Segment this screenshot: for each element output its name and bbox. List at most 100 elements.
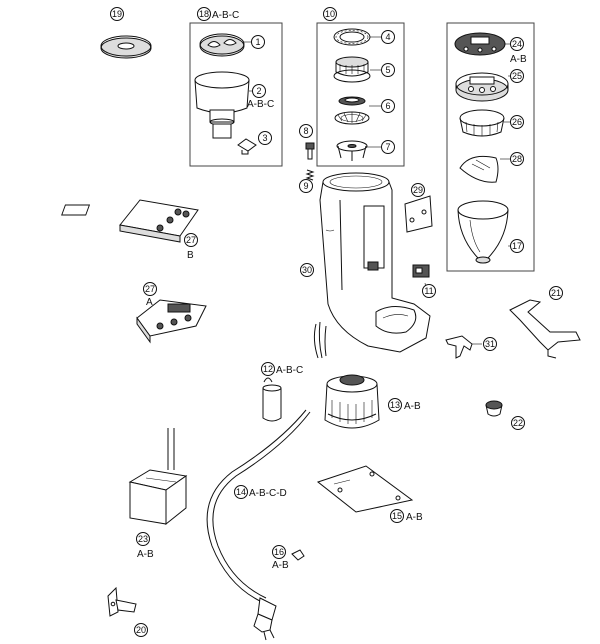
svg-text:17: 17 xyxy=(512,241,522,251)
callout-1: 1 xyxy=(251,35,265,49)
part-29-plate xyxy=(404,195,433,233)
callout-22: 22 xyxy=(511,416,525,430)
callout-18-variant: A-B-C xyxy=(212,10,239,21)
part-27a-timer-board xyxy=(136,299,207,344)
part-31-fork xyxy=(445,335,473,359)
svg-text:23: 23 xyxy=(138,534,148,544)
group-box-dosing xyxy=(446,22,535,272)
callout-2-variant: A-B-C xyxy=(247,99,274,110)
svg-text:18: 18 xyxy=(199,9,209,19)
callout-16: 16 xyxy=(272,545,286,559)
part-19-lid-disc xyxy=(100,35,152,59)
callout-7: 7 xyxy=(381,140,395,154)
callout-15: 15 xyxy=(390,509,404,523)
part-25-control-panel xyxy=(455,72,509,102)
svg-text:22: 22 xyxy=(513,418,523,428)
svg-text:1: 1 xyxy=(255,37,260,47)
callout-5: 5 xyxy=(381,63,395,77)
part-27b-timer-board xyxy=(61,199,199,243)
svg-text:25: 25 xyxy=(512,71,522,81)
callout-18: 18 xyxy=(197,7,211,21)
svg-text:10: 10 xyxy=(325,9,335,19)
part-17-doser-cone xyxy=(457,200,509,264)
part-20-small-bracket xyxy=(107,586,137,617)
part-16-cable-clip xyxy=(291,549,305,561)
callout-6: 6 xyxy=(381,99,395,113)
part-15-base-plate xyxy=(316,465,414,513)
svg-text:11: 11 xyxy=(424,286,433,296)
callout-27b: 27 xyxy=(184,233,198,247)
svg-text:9: 9 xyxy=(303,181,308,191)
part-7-lower-burr-carrier xyxy=(336,140,368,161)
svg-text:27: 27 xyxy=(186,235,196,245)
callout-12: 12 xyxy=(261,362,275,376)
callout-9: 9 xyxy=(299,179,313,193)
part-21-fork-bracket xyxy=(509,299,581,359)
svg-text:3: 3 xyxy=(262,133,267,143)
callout-21: 21 xyxy=(549,286,563,300)
svg-text:8: 8 xyxy=(303,126,308,136)
callout-17: 17 xyxy=(510,239,524,253)
callout-27a-variant: A xyxy=(146,297,153,308)
callout-19: 19 xyxy=(110,7,124,21)
svg-text:19: 19 xyxy=(112,9,122,19)
callout-2: 2 xyxy=(252,84,266,98)
part-5-upper-burr-carrier xyxy=(333,56,371,83)
callout-28: 28 xyxy=(510,152,524,166)
callout-14: 14 xyxy=(234,485,248,499)
svg-text:14: 14 xyxy=(236,487,246,497)
svg-text:13: 13 xyxy=(390,400,400,410)
part-3-hopper-clip xyxy=(237,138,257,155)
callout-23-variant: A-B xyxy=(137,549,154,560)
svg-text:4: 4 xyxy=(385,32,390,42)
callout-24: 24 xyxy=(510,37,524,51)
callout-3: 3 xyxy=(258,131,272,145)
callout-13-variant: A-B xyxy=(404,401,421,412)
part-11-switch xyxy=(412,264,430,278)
callout-30: 30 xyxy=(300,263,314,277)
svg-text:5: 5 xyxy=(385,65,390,75)
part-24-display-label xyxy=(454,32,506,56)
callout-20: 20 xyxy=(134,623,148,637)
svg-text:30: 30 xyxy=(302,265,312,275)
svg-text:6: 6 xyxy=(385,101,390,111)
callout-8: 8 xyxy=(299,124,313,138)
part-14-power-cord xyxy=(206,409,311,641)
part-30-grinder-body xyxy=(319,172,431,353)
callout-11: 11 xyxy=(422,284,436,298)
svg-text:31: 31 xyxy=(485,339,495,349)
callout-13: 13 xyxy=(388,398,402,412)
callout-27b-variant: B xyxy=(187,250,194,261)
part-12-capacitor xyxy=(262,377,282,422)
motor-wires xyxy=(313,321,327,359)
callout-15-variant: A-B xyxy=(406,512,423,523)
svg-text:24: 24 xyxy=(512,39,522,49)
part-8-screw xyxy=(305,142,315,160)
svg-text:2: 2 xyxy=(256,86,261,96)
svg-text:16: 16 xyxy=(274,547,284,557)
part-26-doser-ring xyxy=(459,109,505,137)
part-13-motor xyxy=(324,374,380,429)
part-22-grommet xyxy=(485,400,503,417)
group-box-18 xyxy=(189,22,283,167)
svg-text:29: 29 xyxy=(413,185,423,195)
svg-text:27: 27 xyxy=(145,284,155,294)
part-6-burr-set xyxy=(334,96,370,125)
callout-27a: 27 xyxy=(143,282,157,296)
svg-text:21: 21 xyxy=(551,288,561,298)
callout-4: 4 xyxy=(381,30,395,44)
callout-25: 25 xyxy=(510,69,524,83)
svg-text:7: 7 xyxy=(385,142,390,152)
part-28-doser-lid xyxy=(459,155,499,183)
callout-23: 23 xyxy=(136,532,150,546)
callout-24-variant: A-B xyxy=(510,54,527,65)
svg-text:20: 20 xyxy=(136,625,146,635)
callout-29: 29 xyxy=(411,183,425,197)
callout-14-variant: A-B-C-D xyxy=(249,488,287,499)
svg-text:26: 26 xyxy=(512,117,522,127)
callout-26: 26 xyxy=(510,115,524,129)
svg-text:28: 28 xyxy=(512,154,522,164)
part-9-spring xyxy=(305,169,315,181)
